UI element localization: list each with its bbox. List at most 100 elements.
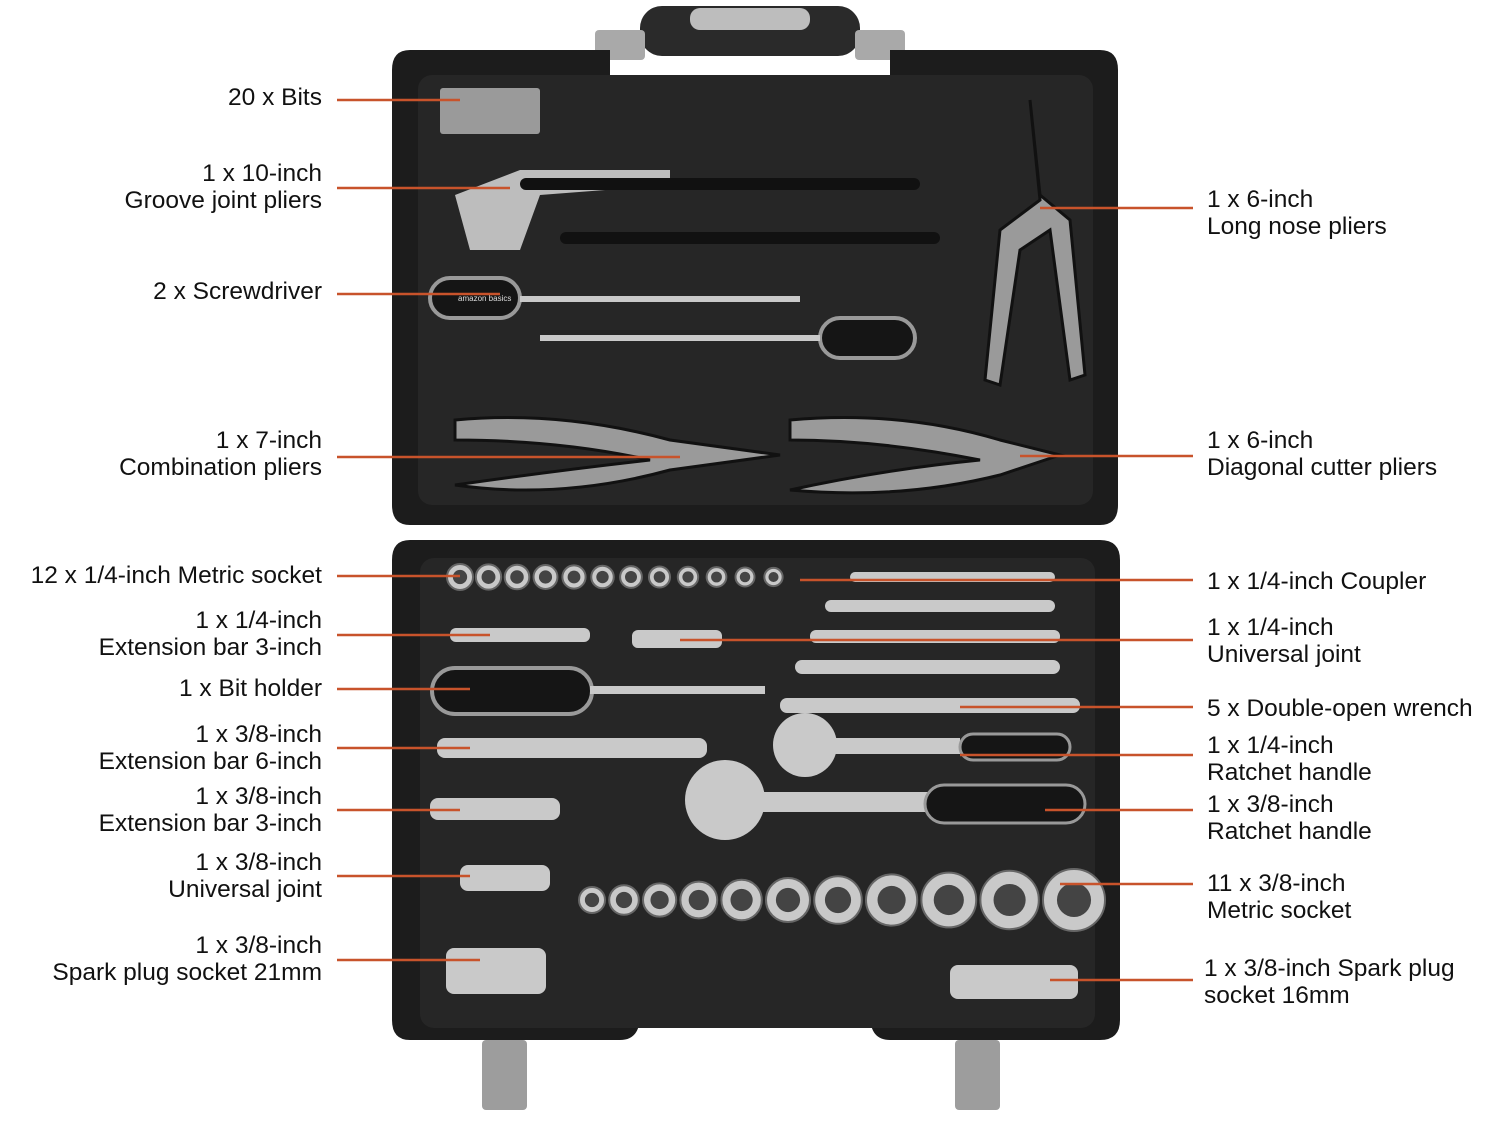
quarter-socket-bore bbox=[596, 570, 609, 584]
label-line: 1 x 3/8-inch bbox=[195, 849, 322, 876]
label-line: Metric socket bbox=[1207, 896, 1352, 924]
label-line: Ratchet handle bbox=[1207, 817, 1372, 845]
38-socket-bore bbox=[730, 888, 753, 912]
38-socket-bore bbox=[775, 887, 801, 913]
label-line: 1 x 3/8-inch bbox=[195, 932, 322, 959]
label-line: Long nose pliers bbox=[1207, 212, 1387, 240]
quarter-socket-bore bbox=[682, 571, 694, 583]
label-bits: 20 x Bits bbox=[228, 84, 322, 112]
quarter-socket-bore bbox=[538, 570, 553, 584]
label-line: 1 x 6-inch bbox=[1207, 186, 1314, 213]
latch-left bbox=[482, 1040, 527, 1110]
label-line: 2 x Screwdriver bbox=[153, 278, 322, 305]
label-line: Extension bar 3-inch bbox=[98, 633, 322, 661]
38-socket-bore bbox=[993, 883, 1026, 917]
latch-right bbox=[955, 1040, 1000, 1110]
spark-plug-socket-16mm bbox=[950, 965, 1078, 999]
label-line: 1 x 3/8-inch Spark plug bbox=[1204, 955, 1455, 982]
quarter-universal-joint bbox=[632, 630, 722, 648]
label-line: 11 x 3/8-inch bbox=[1207, 870, 1346, 897]
quarter-socket-bore bbox=[625, 571, 637, 583]
38-socket-bore bbox=[650, 890, 669, 910]
label-line: 20 x Bits bbox=[228, 84, 322, 111]
38-socket-bore bbox=[688, 889, 709, 911]
label-line: 1 x 3/8-inch bbox=[1207, 791, 1334, 818]
label-line: 1 x 1/4-inch bbox=[195, 607, 322, 634]
label-line: 1 x 7-inch bbox=[215, 427, 322, 454]
label-line: Combination pliers bbox=[119, 453, 322, 481]
combination-pliers bbox=[453, 416, 781, 492]
screwdrivers bbox=[428, 276, 917, 360]
label-coupler: 1 x 1/4-inch Coupler bbox=[1207, 568, 1427, 596]
label-line: 5 x Double-open wrench bbox=[1207, 695, 1473, 722]
brand-marking: amazon basics bbox=[458, 294, 511, 303]
quarter-socket-bore bbox=[481, 570, 496, 584]
spark-plug-socket-21mm bbox=[446, 948, 546, 994]
quarter-socket-bore bbox=[739, 571, 751, 583]
bits-holder bbox=[440, 88, 540, 134]
extension-bar-3-inch bbox=[430, 798, 560, 820]
groove-joint-pliers bbox=[455, 170, 940, 250]
label-line: 1 x 10-inch bbox=[202, 160, 322, 187]
38-socket-bore bbox=[824, 886, 852, 914]
label-line: 1 x 3/8-inch bbox=[195, 721, 322, 748]
ratchet-handle-38 bbox=[685, 760, 1087, 840]
38-socket-bore bbox=[877, 885, 906, 915]
label-metric-socket-quarter: 12 x 1/4-inch Metric socket bbox=[30, 562, 322, 590]
label-line: 12 x 1/4-inch Metric socket bbox=[30, 562, 322, 589]
label-bit-holder: 1 x Bit holder bbox=[179, 675, 322, 703]
sockets bbox=[446, 563, 1106, 932]
quarter-socket-bore bbox=[653, 571, 666, 583]
label-line: 1 x 6-inch bbox=[1207, 427, 1314, 454]
bit-holder bbox=[430, 666, 765, 716]
38-socket-bore bbox=[584, 892, 600, 908]
label-line: 1 x Bit holder bbox=[179, 675, 322, 702]
label-line: Extension bar 3-inch bbox=[98, 809, 322, 837]
diagonal-cutter-pliers bbox=[788, 416, 1066, 495]
label-line: Ratchet handle bbox=[1207, 758, 1372, 786]
quarter-extension-bar bbox=[450, 628, 590, 642]
label-screwdriver: 2 x Screwdriver bbox=[153, 278, 322, 306]
label-line: Spark plug socket 21mm bbox=[52, 958, 322, 986]
label-line: socket 16mm bbox=[1204, 981, 1350, 1009]
quarter-socket-bore bbox=[510, 570, 524, 584]
universal-joint-38 bbox=[460, 865, 550, 891]
label-line: 1 x 1/4-inch bbox=[1207, 614, 1334, 641]
handle-grip bbox=[690, 8, 810, 30]
long-nose-pliers bbox=[983, 99, 1087, 387]
label-line: 1 x 3/8-inch bbox=[195, 783, 322, 810]
double-open-wrenches bbox=[780, 572, 1080, 713]
label-line: Universal joint bbox=[1207, 640, 1361, 668]
label-line: Extension bar 6-inch bbox=[98, 747, 322, 775]
38-socket-bore bbox=[933, 884, 964, 916]
ratchet-handle-quarter bbox=[773, 713, 1072, 777]
label-line: Universal joint bbox=[168, 875, 322, 903]
label-line: Diagonal cutter pliers bbox=[1207, 453, 1438, 481]
quarter-socket-bore bbox=[567, 570, 581, 584]
leader-lines bbox=[337, 98, 1193, 982]
extension-bar-6-inch bbox=[437, 738, 707, 758]
quarter-socket-bore bbox=[768, 571, 779, 583]
label-double-open-wrench: 5 x Double-open wrench bbox=[1207, 695, 1473, 723]
label-line: Groove joint pliers bbox=[124, 186, 322, 214]
quarter-socket-bore bbox=[711, 571, 722, 583]
label-line: 1 x 1/4-inch bbox=[1207, 732, 1334, 759]
38-socket-bore bbox=[615, 891, 633, 909]
label-line: 1 x 1/4-inch Coupler bbox=[1207, 568, 1427, 595]
38-socket-bore bbox=[1056, 882, 1092, 918]
